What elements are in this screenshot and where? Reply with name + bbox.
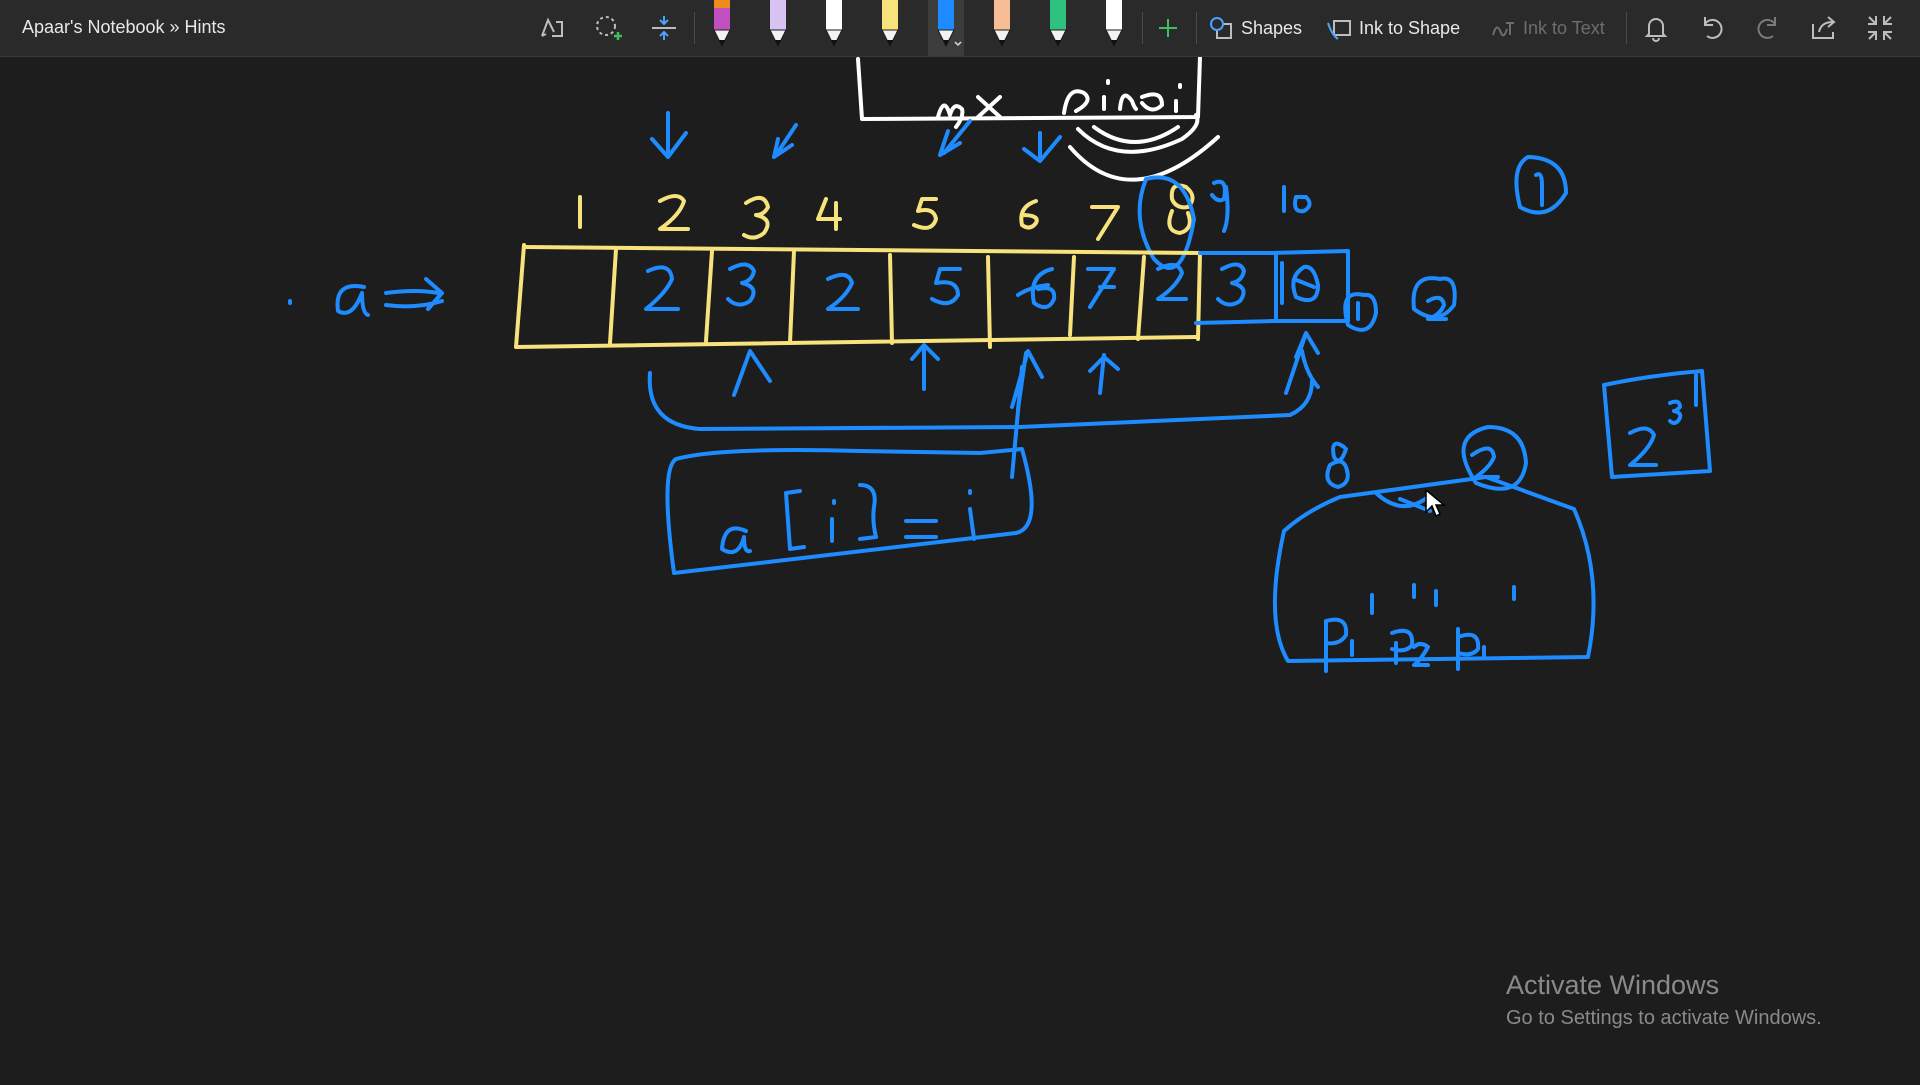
activate-windows-watermark: Activate Windows Go to Settings to activ…: [1506, 970, 1822, 1030]
ink-to-text-button[interactable]: Ink to Text: [1490, 12, 1605, 44]
drawing-canvas[interactable]: [0, 55, 1920, 1080]
ink-to-shape-icon: [1327, 20, 1351, 40]
share-icon[interactable]: [1808, 12, 1840, 44]
shapes-label: Shapes: [1241, 17, 1303, 38]
lavender-pen[interactable]: [760, 0, 796, 48]
ink-blue-marks: [650, 111, 1062, 163]
shapes-icon: [1210, 17, 1232, 39]
toolbar-separator: [694, 12, 695, 44]
ink-array-values: [288, 155, 1568, 332]
ink-right-notes: [1272, 369, 1712, 673]
white-pen[interactable]: [816, 0, 852, 48]
redo-icon[interactable]: [1752, 12, 1784, 44]
add-pen-icon[interactable]: [1152, 12, 1184, 44]
toolbar-separator: [1196, 12, 1197, 44]
ink-bracket: [647, 365, 1314, 479]
watermark-title: Activate Windows: [1506, 970, 1720, 1000]
insert-space-icon[interactable]: [648, 12, 680, 44]
exit-fullscreen-icon[interactable]: [1864, 12, 1896, 44]
green-pen[interactable]: [1040, 0, 1076, 48]
toolbar-separator: [1626, 12, 1627, 44]
ink-to-shape-label: Ink to Shape: [1359, 17, 1461, 38]
ink-white-box: [856, 55, 1220, 182]
blue-pen[interactable]: [928, 0, 964, 56]
watermark-subtitle: Go to Settings to activate Windows.: [1506, 1007, 1822, 1029]
breadcrumb[interactable]: Apaar's Notebook » Hints: [22, 17, 226, 37]
ink-blue-index: [1137, 175, 1312, 270]
orange-purple-pen[interactable]: [704, 0, 740, 48]
mouse-cursor-icon: [1425, 488, 1446, 518]
shapes-button[interactable]: Shapes: [1208, 12, 1302, 44]
toolbar: Apaar's Notebook » Hints Shapes Ink to S…: [0, 0, 1920, 57]
ink-to-text-label: Ink to Text: [1523, 17, 1605, 38]
yellow-pen[interactable]: [872, 0, 908, 48]
bell-icon[interactable]: [1640, 12, 1672, 44]
undo-icon[interactable]: [1696, 12, 1728, 44]
lasso-select-icon[interactable]: [536, 12, 568, 44]
toolbar-separator: [1142, 12, 1143, 44]
ink-index-numbers: [578, 183, 1195, 241]
peach-pen[interactable]: [984, 0, 1020, 48]
ink-to-shape-button[interactable]: Ink to Shape: [1326, 12, 1460, 44]
ink-to-text-icon: [1492, 22, 1514, 37]
add-space-icon[interactable]: [592, 12, 624, 44]
white-pen-2[interactable]: [1096, 0, 1132, 48]
ink-formula-box: [665, 447, 1034, 575]
